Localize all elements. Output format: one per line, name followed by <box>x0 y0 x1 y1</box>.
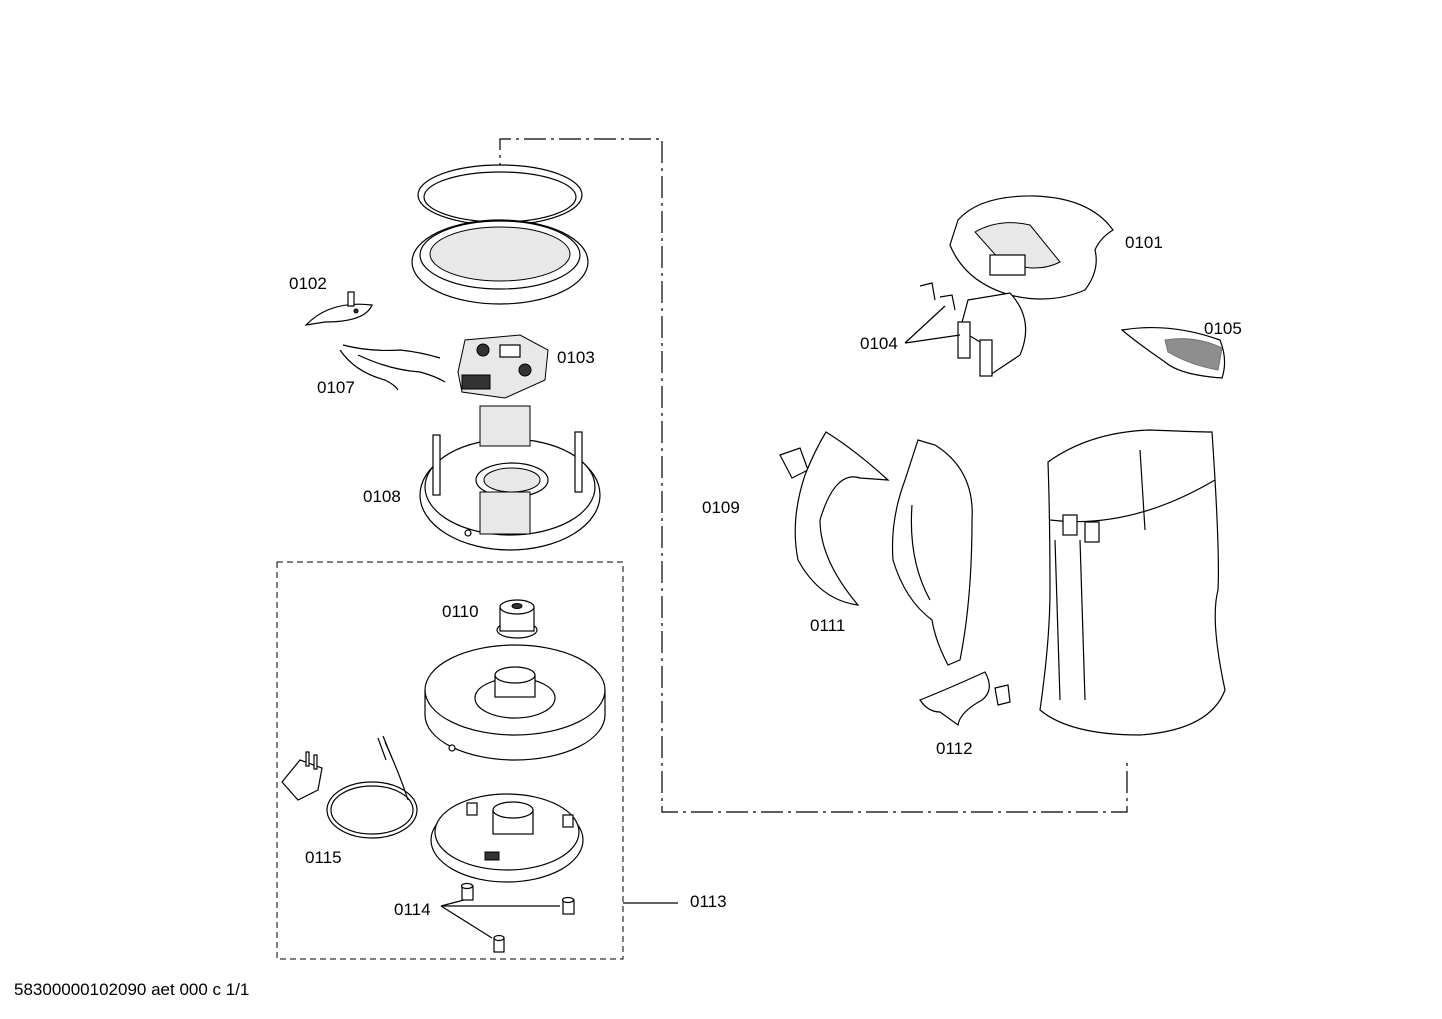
label-0108: 0108 <box>363 487 401 506</box>
part-0114-feet <box>440 882 575 953</box>
label-0102: 0102 <box>289 274 327 293</box>
label-0109: 0109 <box>702 498 740 517</box>
label-0113: 0113 <box>690 892 727 911</box>
motor-housing-disc <box>424 644 606 761</box>
part-0104-latch <box>904 282 1027 377</box>
part-0108-base-plate <box>419 405 601 551</box>
group-boundary-0113 <box>276 561 624 960</box>
part-0103-control-unit <box>457 334 549 399</box>
assembly-connector-line <box>499 138 1128 813</box>
label-0112: 0112 <box>936 739 973 758</box>
document-footer-code: 58300000102090 aet 000 c 1/1 <box>14 980 250 999</box>
part-0110-coupling <box>496 599 538 639</box>
part-0101-lid <box>949 195 1114 300</box>
part-0111-handle <box>794 431 973 666</box>
base-cover <box>430 793 584 883</box>
label-0110: 0110 <box>442 602 479 621</box>
part-0102-clip <box>304 291 373 326</box>
label-0101: 0101 <box>1125 233 1163 252</box>
label-0115: 0115 <box>305 848 342 867</box>
part-0109-tube <box>763 447 809 521</box>
label-0114: 0114 <box>394 900 431 919</box>
label-0104: 0104 <box>860 334 898 353</box>
part-0105-filter <box>1120 326 1226 379</box>
label-0103: 0103 <box>557 348 595 367</box>
jug-body <box>1039 429 1226 736</box>
label-0111: 0111 <box>810 616 845 635</box>
label-0107: 0107 <box>317 378 355 397</box>
part-0115-power-cord <box>281 735 418 839</box>
gasket-ring <box>417 164 583 226</box>
part-0107-wires <box>339 344 446 391</box>
label-0105: 0105 <box>1204 319 1242 338</box>
lid-ring <box>411 219 589 305</box>
part-0112-bracket <box>919 671 1011 727</box>
